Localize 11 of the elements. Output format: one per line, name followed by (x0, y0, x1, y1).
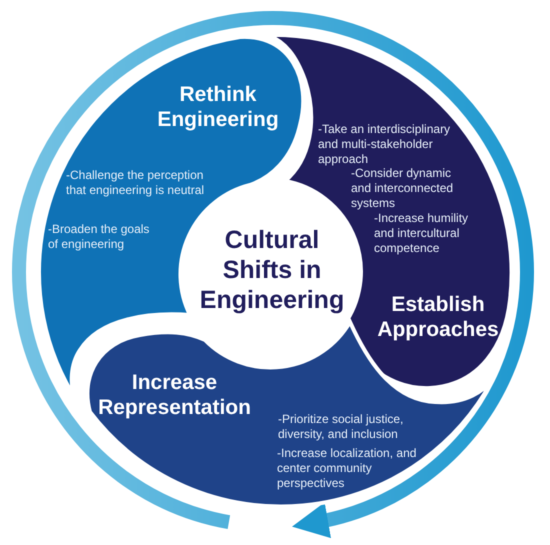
heading: Establish Approaches (376, 292, 500, 342)
heading: Increase Representation (97, 370, 252, 420)
bullet-text: -Prioritize social justice, diversity, and inclusion (278, 412, 404, 442)
bullet-text: -Consider dynamic and interconnected systems (351, 166, 454, 211)
bullet-text: -Take an interdisciplinary and multi-stakeholder approach (318, 122, 452, 167)
bullet-text: -Increase humility and intercultural competence (374, 211, 470, 256)
heading: Rethink Engineering (156, 82, 280, 132)
bullet-text: -Increase localization, and center community perspectives (277, 446, 418, 491)
bullet-text: -Broaden the goals of engineering (48, 222, 150, 252)
bullet-text: -Challenge the perception that engineering is neutral (66, 168, 206, 198)
heading: Cultural Shifts in Engineering (198, 225, 346, 315)
